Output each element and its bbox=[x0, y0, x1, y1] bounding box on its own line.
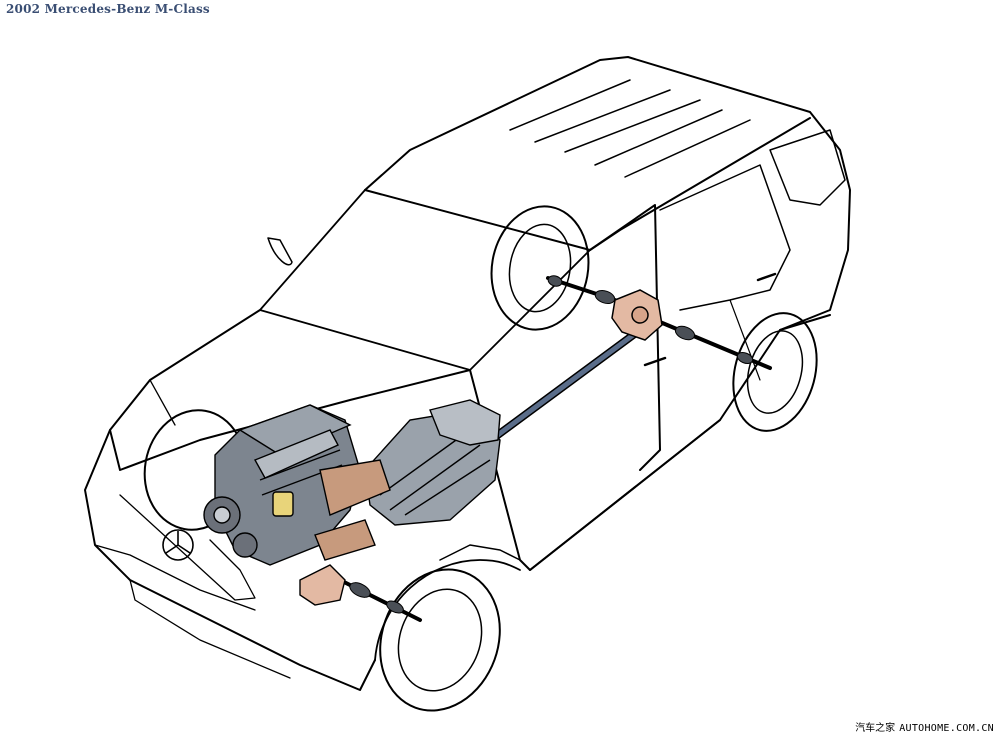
vehicle-body-outline bbox=[84, 56, 851, 691]
watermark-domain: AUTOHOME.COM.CN bbox=[899, 723, 994, 734]
front-right-wheel bbox=[379, 568, 501, 712]
rear-left-wheel bbox=[490, 205, 590, 331]
rear-differential bbox=[611, 289, 663, 341]
rear-cv-boots bbox=[547, 275, 754, 365]
watermark-site-name: 汽车之家 bbox=[855, 723, 896, 734]
front-differential bbox=[299, 564, 346, 606]
rear-right-wheel bbox=[732, 312, 818, 432]
page-title: 2002 Mercedes-Benz M-Class bbox=[6, 2, 210, 16]
mercedes-star-icon bbox=[162, 529, 194, 561]
transfer-case bbox=[429, 399, 501, 446]
front-cv-boots bbox=[349, 582, 404, 614]
engine bbox=[203, 404, 391, 566]
